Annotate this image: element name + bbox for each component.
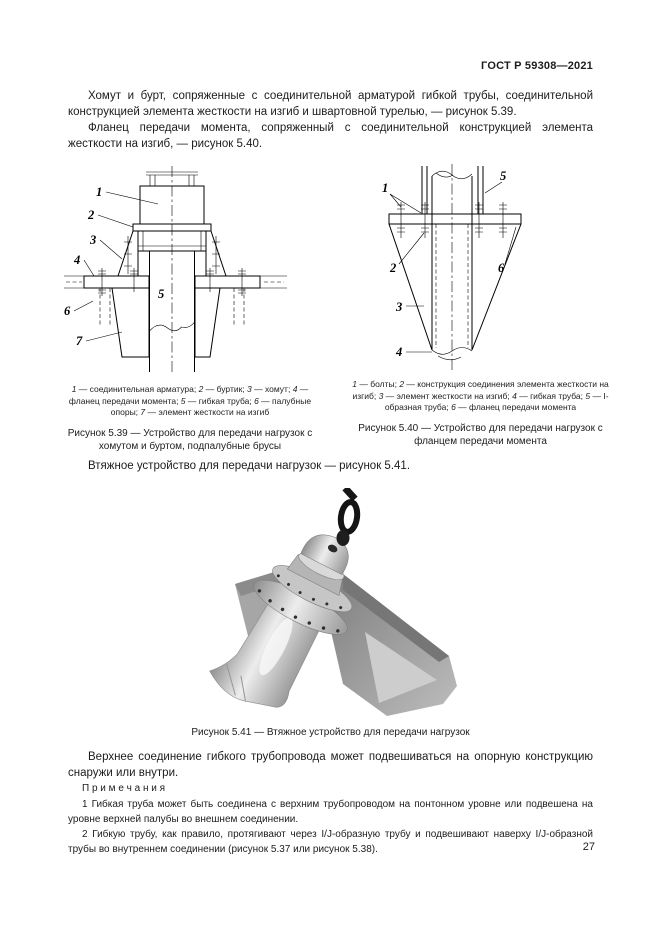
pipe-break-line: [149, 321, 195, 332]
flange-bolts: [397, 202, 507, 238]
fig539-label-2: 2: [87, 208, 94, 222]
fig540-legend: 1 — болты; 2 — конструкция соединения эл…: [352, 379, 609, 412]
paragraph-pull-in: Втяжное устройство для передачи нагрузок…: [88, 460, 411, 472]
fig540-label-4: 4: [395, 345, 402, 359]
fig540-label-1: 1: [382, 181, 388, 195]
lower-flange-bolts: [257, 589, 340, 633]
fig539-label-7: 7: [76, 334, 83, 348]
note-2: 2 Гибкую трубу, как правило, протягивают…: [68, 829, 593, 855]
page-number: 27: [582, 841, 595, 853]
dome-cap: [300, 534, 349, 575]
figure-540: 1 5 2 6 3 4 1 — болты; 2 — конструкция с…: [338, 164, 623, 448]
moment-flange: [388, 213, 522, 225]
fig539-caption: Рисунок 5.39 — Устройство для передачи н…: [67, 427, 313, 452]
lifting-eye-hole: [327, 544, 338, 553]
figure-540-drawing: 1 5 2 6 3 4: [382, 164, 522, 370]
pipe-walls: [149, 251, 195, 372]
i-tube-walls: [421, 166, 484, 214]
fig539-label-3: 3: [89, 233, 96, 247]
bend-stiffener-cone: [388, 223, 522, 351]
pull-in-device-paragraph: Втяжное устройство для передачи нагрузок…: [68, 458, 593, 474]
clamp-gussets: [117, 230, 227, 277]
fig540-label-6: 6: [498, 261, 505, 275]
fig540-callouts: 1 5 2 6 3 4: [382, 169, 517, 359]
upper-flange-bolts: [276, 574, 343, 610]
notes-block: П р и м е ч а н и я 1 Гибкая труба может…: [68, 781, 593, 857]
deck-bolts: [98, 268, 246, 296]
note-1: 1 Гибкая труба может быть соединена с ве…: [68, 799, 593, 825]
fig540-caption: Рисунок 5.40 — Устройство для передачи н…: [358, 422, 603, 447]
figure-539: 1 2 3 4 5 6 7 1 — соединительная арматур…: [60, 164, 320, 453]
intro-paragraphs: Хомут и бурт, сопряженные с соединительн…: [68, 88, 593, 152]
fig540-label-5: 5: [500, 169, 506, 183]
figure-541-photo: [209, 485, 457, 716]
fig539-callouts: 1 2 3 4 5 6 7: [64, 185, 164, 348]
paragraph-flange: Фланец передачи момента, сопряженный с с…: [68, 122, 593, 150]
fig539-label-5: 5: [158, 287, 164, 301]
figure-541: [195, 485, 465, 723]
upper-connection-paragraph: Верхнее соединение гибкого трубопровода …: [68, 749, 593, 781]
fig539-label-4: 4: [73, 253, 80, 267]
fig539-legend: 1 — соединительная арматура; 2 — буртик;…: [68, 384, 312, 417]
fig540-label-3: 3: [395, 300, 402, 314]
fig539-label-1: 1: [96, 185, 102, 199]
lifting-chain: [336, 485, 361, 546]
paragraph-upper-connection: Верхнее соединение гибкого трубопровода …: [68, 751, 593, 779]
paragraph-clamp-collar: Хомут и бурт, сопряженные с соединительн…: [68, 90, 593, 118]
fig539-label-6: 6: [64, 304, 71, 318]
pipe: [431, 170, 473, 361]
document-code: ГОСТ Р 59308—2021: [481, 60, 593, 72]
fig540-label-2: 2: [389, 261, 396, 275]
pull-in-head-device: [209, 534, 353, 708]
fig541-caption: Рисунок 5.41 — Втяжное устройство для пе…: [191, 727, 470, 738]
figure-539-drawing: 1 2 3 4 5 6 7: [64, 166, 287, 372]
notes-heading: П р и м е ч а н и я: [82, 783, 166, 794]
hidden-pipe-lines: [435, 224, 469, 348]
